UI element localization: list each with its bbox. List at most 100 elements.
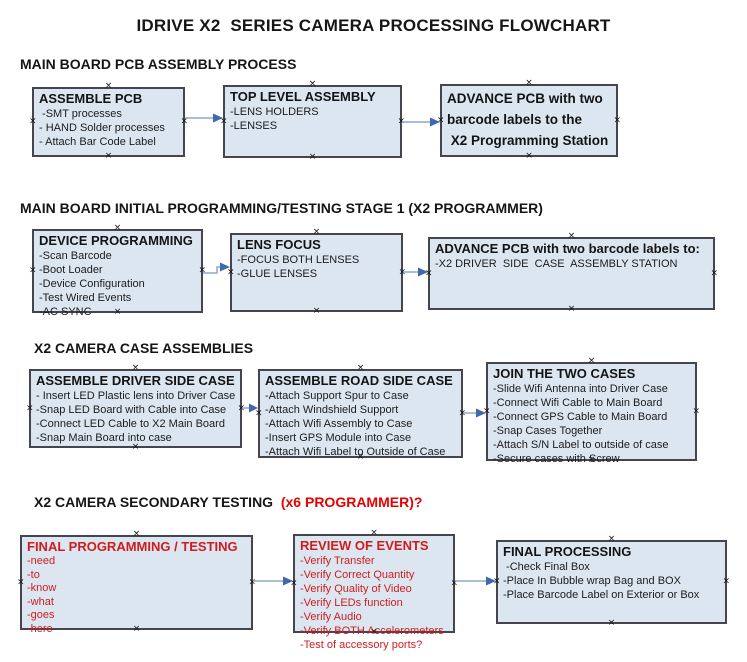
box-item: -Test of accessory ports?: [300, 639, 423, 651]
box-item: -to: [27, 568, 40, 581]
box-item: - Attach Bar Code Label: [39, 136, 156, 148]
box-item: -Test Wired Events: [39, 292, 132, 304]
box-item: -Scan Barcode: [39, 250, 112, 262]
connector-anchor-top-icon: ×: [131, 363, 140, 373]
box-item: -Attach S/N Label to outside of case: [493, 439, 669, 451]
flow-box-final-programming-testing: FINAL PROGRAMMING / TESTING -need -to -k…: [17, 530, 256, 635]
connector-anchor-right-icon: ×: [710, 268, 718, 278]
box-item: -X2 DRIVER SIDE CASE ASSEMBLY STATION: [435, 258, 678, 270]
box-item: -Verify Quality of Video: [300, 583, 412, 595]
connector-anchor-right-icon: ×: [722, 576, 730, 587]
connector-anchor-top-icon: ×: [607, 534, 616, 544]
box-item: - HAND Solder processes: [39, 122, 165, 134]
box-item: -Snap Cases Together: [493, 425, 603, 437]
connector-anchor-top-icon: ×: [308, 79, 317, 89]
flow-box-assemble-road-side-case: ASSEMBLE ROAD SIDE CASE -Attach Support …: [255, 364, 466, 462]
box-item: -what: [27, 595, 54, 608]
section-heading-case-assemblies: X2 CAMERA CASE ASSEMBLIES: [34, 340, 254, 356]
connector-anchor-top-icon: ×: [132, 529, 141, 539]
box-item: -need: [27, 555, 56, 567]
box-text-line: barcode labels to the: [447, 112, 583, 127]
flow-box-assemble-pcb: ASSEMBLE PCB -SMT processes - HAND Solde…: [29, 82, 188, 161]
page-title: IDRIVE X2 SERIES CAMERA PROCESSING FLOWC…: [136, 16, 611, 35]
connector-anchor-top-icon: ×: [525, 78, 533, 88]
connector-anchor-left-icon: ×: [26, 403, 34, 413]
box-text-line: X2 Programming Station: [447, 133, 609, 148]
box-title: ASSEMBLE DRIVER SIDE CASE: [36, 373, 235, 388]
box-title: ADVANCE PCB with two barcode labels to:: [435, 241, 700, 256]
connector-anchor-right-icon: ×: [613, 115, 621, 125]
box-title: TOP LEVEL ASSEMBLY: [230, 89, 376, 104]
box-item: - Insert LED Plastic lens into Driver Ca…: [36, 390, 236, 402]
box-item: -Boot Loader: [39, 264, 103, 276]
box-item: -Verify BOTH Accelerometers: [300, 625, 444, 637]
connector-anchor-bottom-icon: ×: [567, 304, 576, 314]
flow-box-advance-pcb-programming-station: ADVANCE PCB with two barcode labels to t…: [437, 79, 621, 161]
box-item: -know: [27, 582, 57, 594]
connector-anchor-bottom-icon: ×: [312, 306, 321, 316]
box-item: -Snap LED Board with Cable into Case: [36, 404, 227, 416]
connector-anchor-top-icon: ×: [113, 223, 122, 233]
box-item: -Attach Windshield Support: [265, 404, 399, 416]
connector-anchor-top-icon: ×: [312, 227, 321, 237]
connector-anchor-top-icon: ×: [567, 231, 576, 241]
box-item: -Place In Bubble wrap Bag and BOX: [503, 575, 681, 587]
box-item: -Connect Wifi Cable to Main Board: [493, 397, 663, 409]
box-item: -Snap Main Board into case: [36, 432, 172, 444]
flow-arrow-icon: [463, 408, 486, 418]
connector-anchor-bottom-icon: ×: [607, 618, 616, 628]
box-item: -Check Final Box: [503, 561, 590, 573]
flow-arrow-elbow-icon: [203, 262, 230, 274]
box-item: -LENS HOLDERS: [230, 106, 319, 118]
section-heading-red-part: (x6 PROGRAMMER)?: [280, 494, 423, 510]
box-text-line: ADVANCE PCB with two: [447, 91, 603, 106]
box-item: -Place Barcode Label on Exterior or Box: [503, 589, 700, 601]
box-item: -Verify Transfer: [300, 555, 375, 567]
flow-arrow-icon: [403, 267, 428, 277]
flow-arrow-icon: [253, 576, 293, 586]
flow-box-advance-pcb-case-assembly: ADVANCE PCB with two barcode labels to: …: [425, 232, 718, 314]
box-item: -FOCUS BOTH LENSES: [237, 254, 360, 266]
box-title: ASSEMBLE ROAD SIDE CASE: [265, 373, 453, 388]
box-item: -Attach Support Spur to Case: [265, 390, 409, 402]
box-item: -Attach Wifi Label to Outside of Case: [265, 446, 446, 458]
box-item: -GLUE LENSES: [237, 268, 318, 280]
connector-anchor-top-icon: ×: [356, 363, 365, 373]
box-title: FINAL PROCESSING: [503, 544, 632, 559]
box-item: -Secure cases with Screw: [493, 453, 620, 465]
flow-arrow-icon: [185, 113, 223, 123]
flow-arrow-icon: [242, 403, 258, 413]
section-heading-pcb-assembly: MAIN BOARD PCB ASSEMBLY PROCESS: [20, 56, 297, 72]
flow-box-assemble-driver-side-case: ASSEMBLE DRIVER SIDE CASE - Insert LED P…: [26, 364, 245, 452]
flow-box-device-programming: DEVICE PROGRAMMING -Scan Barcode -Boot L…: [29, 224, 206, 319]
box-item: -Insert GPS Module into Case: [265, 432, 412, 444]
box-item: -LENSES: [230, 120, 278, 132]
box-title: FINAL PROGRAMMING / TESTING: [27, 539, 238, 554]
box-item: -Verify Correct Quantity: [300, 569, 415, 581]
flow-arrow-icon: [402, 117, 440, 127]
flow-box-final-processing: FINAL PROCESSING -Check Final Box -Place…: [493, 535, 730, 628]
box-title: JOIN THE TWO CASES: [493, 366, 636, 381]
box-item: -AC SYNC: [39, 306, 92, 318]
flow-box-join-the-two-cases: JOIN THE TWO CASES -Slide Wifi Antenna i…: [483, 357, 700, 466]
box-title: ASSEMBLE PCB: [39, 91, 143, 106]
box-item: -here: [27, 622, 53, 635]
section-heading-secondary-testing: X2 CAMERA SECONDARY TESTING (x6 PROGRAMM…: [34, 494, 422, 510]
box-title: REVIEW OF EVENTS: [300, 538, 429, 553]
connector-anchor-left-icon: ×: [29, 265, 37, 276]
box-item: -Connect LED Cable to X2 Main Board: [36, 418, 225, 430]
section-heading-initial-programming: MAIN BOARD INITIAL PROGRAMMING/TESTING S…: [20, 200, 543, 216]
box-item: -Device Configuration: [39, 278, 145, 290]
box-title: LENS FOCUS: [237, 237, 321, 252]
connector-anchor-bottom-icon: ×: [104, 151, 113, 161]
box-item: -Verify Audio: [300, 611, 362, 623]
flow-box-top-level-assembly: TOP LEVEL ASSEMBLY -LENS HOLDERS -LENSES…: [220, 80, 405, 162]
connector-anchor-left-icon: ×: [29, 116, 37, 127]
box-item: -SMT processes: [39, 108, 122, 120]
box-item: -Slide Wifi Antenna into Driver Case: [493, 383, 668, 395]
connector-anchor-top-icon: ×: [104, 81, 113, 91]
connector-anchor-left-icon: ×: [17, 577, 25, 587]
box-item: -Verify LEDs function: [300, 597, 403, 609]
flow-box-lens-focus: LENS FOCUS -FOCUS BOTH LENSES -GLUE LENS…: [227, 228, 406, 316]
